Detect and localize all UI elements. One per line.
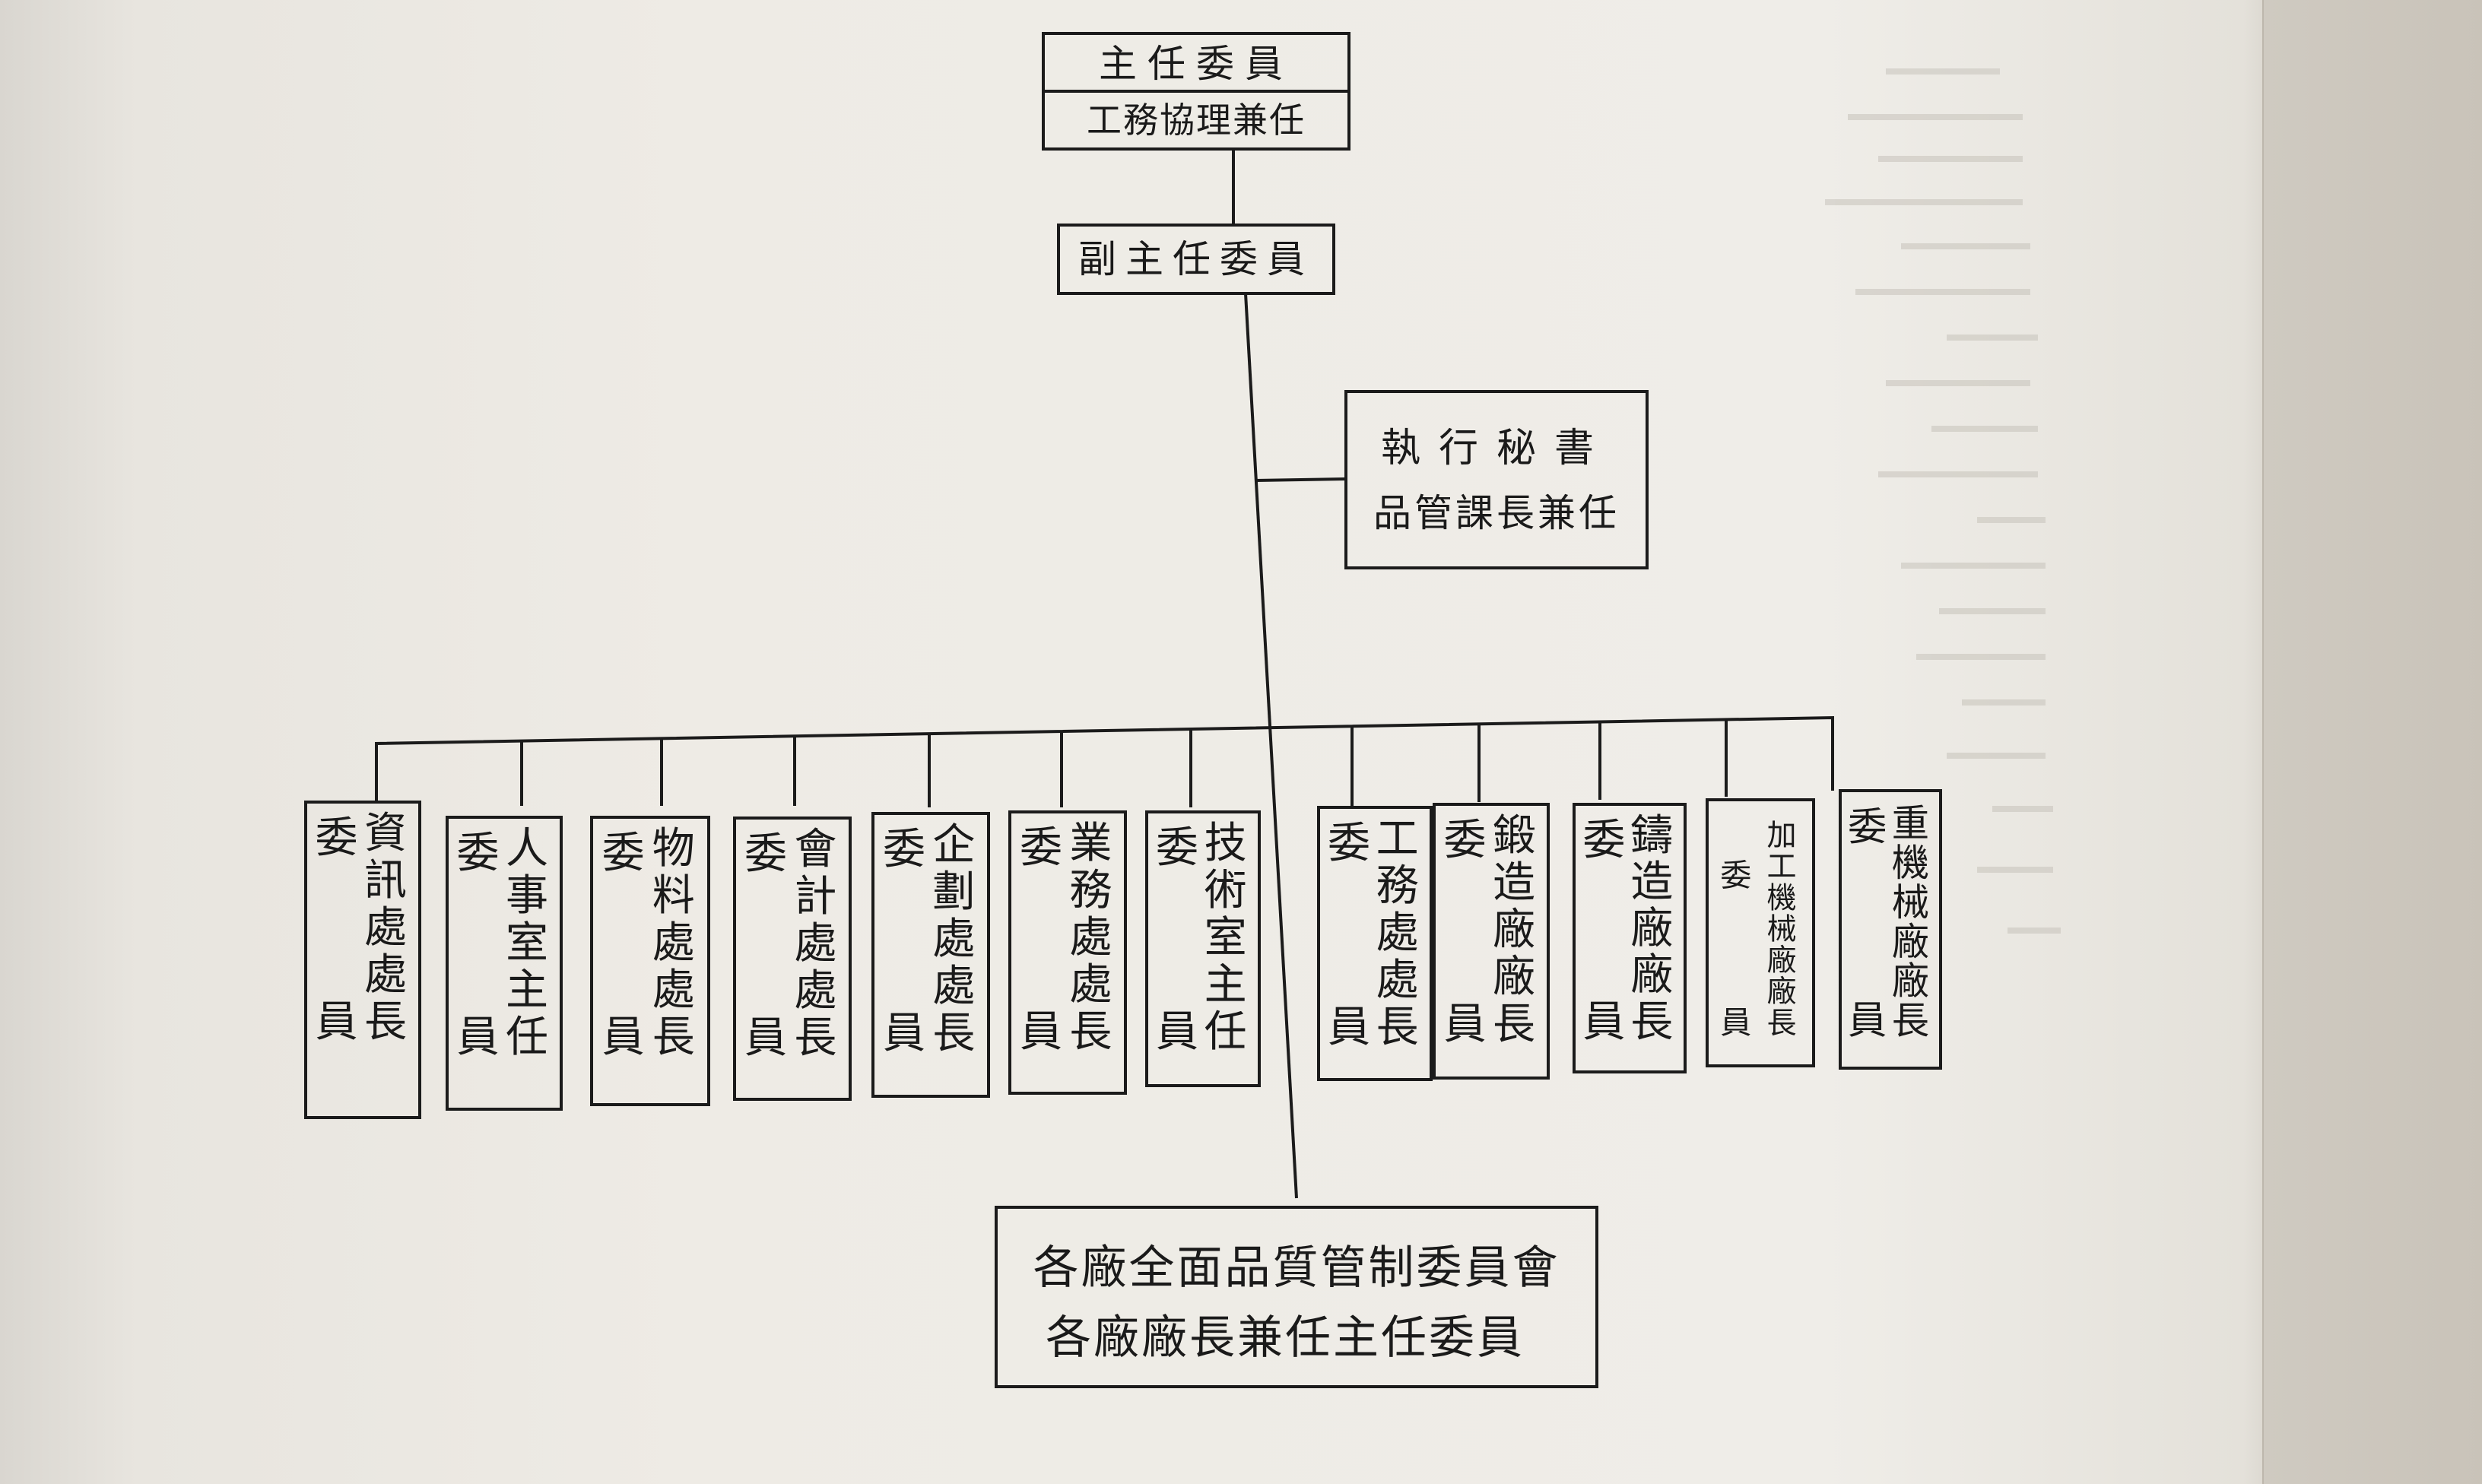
plant-committee-note: 各廠廠長兼任主任委員 [1046, 1311, 1525, 1365]
secretary-note: 品管課長兼任 [1373, 491, 1620, 535]
chairman-title: 主任委員 [1099, 42, 1293, 86]
chairman-box: 主任委員 工務協理兼任 [1042, 32, 1350, 151]
member-boxes: 資訊處處長委員人事室主任委員物料處處長委員會計處處長委員企劃處處長委員業務處處長… [304, 789, 1942, 1119]
member-post: 加工機械廠廠長 [1766, 819, 1796, 1041]
member-role: 委員 [1848, 804, 1887, 1043]
member-role: 委員 [316, 813, 358, 1047]
deputy-box: 副主任委員 [1057, 224, 1335, 295]
member-role: 委員 [744, 829, 787, 1063]
plant-committee-box: 各廠全面品質管制委員會 各廠廠長兼任主任委員 [995, 1206, 1598, 1388]
member-role: 委員 [1020, 823, 1062, 1057]
member-role: 委員 [602, 829, 645, 1062]
bleed-through-text [1825, 68, 2061, 934]
plant-committee-title: 各廠全面品質管制委員會 [1033, 1241, 1560, 1295]
member-post: 鑄造廠廠長 [1630, 811, 1673, 1047]
member-role: 委員 [1156, 823, 1198, 1057]
member-post: 資訊處處長 [364, 809, 407, 1047]
member-role: 委員 [1328, 819, 1370, 1052]
member-post: 業務處處長 [1069, 819, 1112, 1057]
chairman-note: 工務協理兼任 [1087, 100, 1306, 141]
secretary-box: 執行秘書 品管課長兼任 [1344, 390, 1649, 569]
member-role: 委員 [883, 825, 925, 1058]
connector-secretary [1254, 477, 1347, 482]
member-role: 委員 [1582, 816, 1625, 1047]
connector-lines [375, 149, 1834, 1199]
member-role: 委員 [1444, 816, 1487, 1049]
member-role: 委員 [1720, 857, 1751, 1040]
member-post: 重機械廠廠長 [1892, 801, 1929, 1043]
member-post: 鍛造廠廠長 [1493, 811, 1535, 1049]
connector-members-bus [375, 715, 1834, 802]
member-role: 委員 [457, 829, 500, 1062]
connector-trunk [1244, 293, 1298, 1199]
deputy-title: 副主任委員 [1078, 237, 1314, 281]
member-post: 會計處處長 [794, 825, 836, 1063]
member-post: 技術室主任 [1204, 819, 1247, 1057]
next-page-edge [2262, 0, 2482, 1484]
member-post: 物料處處長 [652, 824, 695, 1062]
member-post: 企劃處處長 [932, 820, 975, 1058]
secretary-title: 執行秘書 [1381, 426, 1612, 471]
member-post: 工務處處長 [1376, 814, 1419, 1052]
member-post: 人事室主任 [506, 824, 548, 1062]
